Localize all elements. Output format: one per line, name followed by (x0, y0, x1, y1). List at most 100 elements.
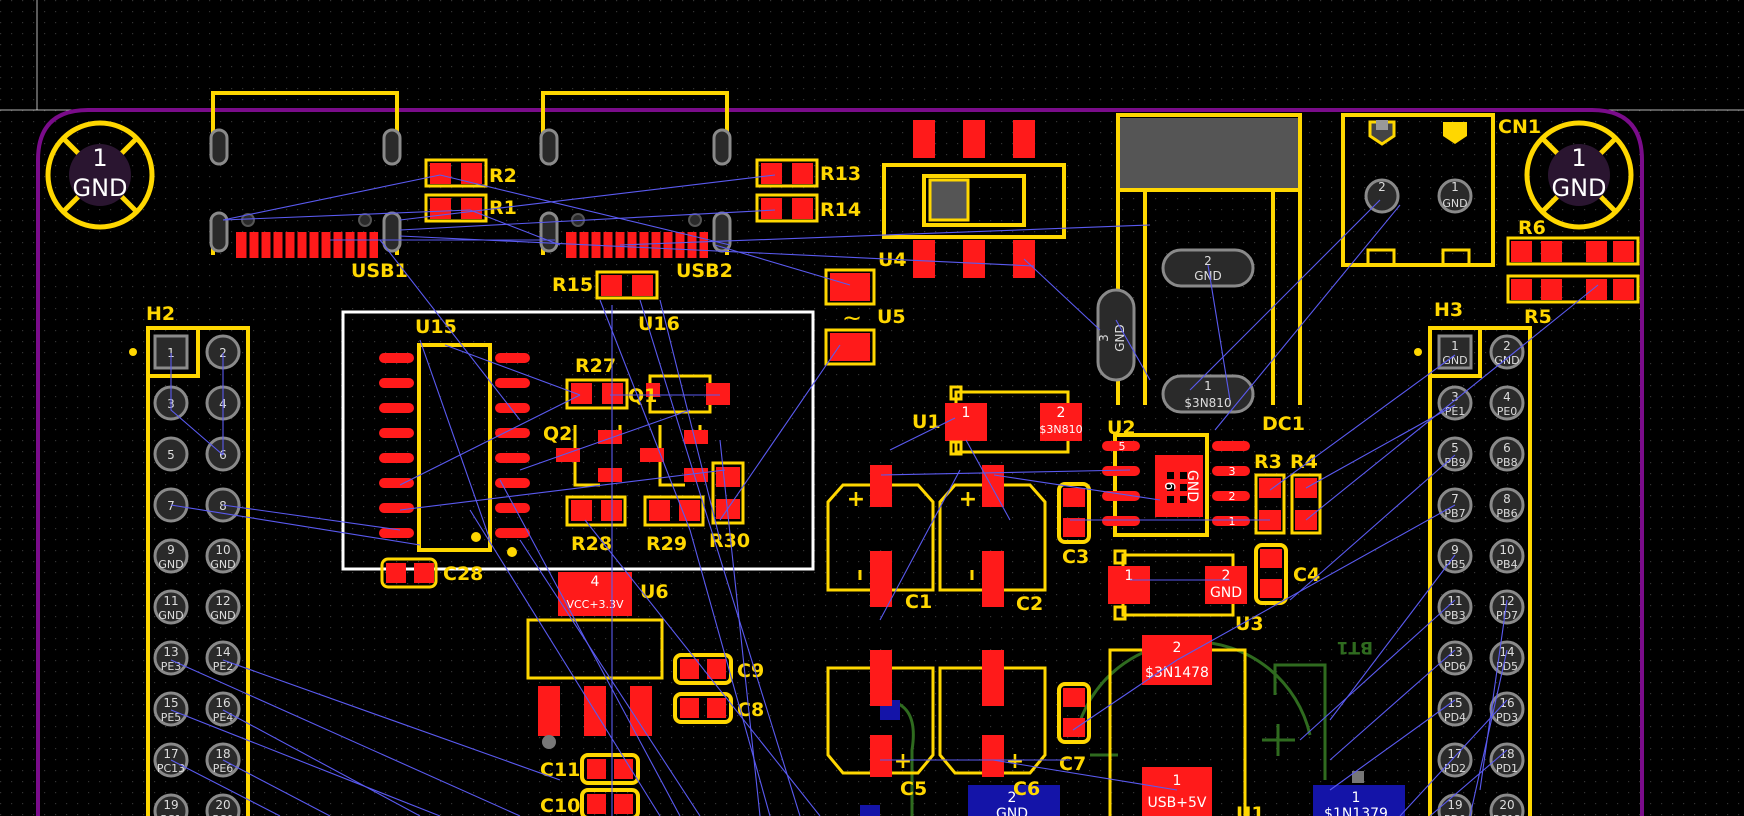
h2-label: H2 (146, 303, 175, 325)
bat-pin2-number: 2 (1173, 640, 1182, 656)
pin-number: 20 (215, 798, 230, 812)
dc1-pin2-net: GND (1194, 269, 1222, 283)
capacitor-c9[interactable]: C9 (673, 653, 764, 685)
pin-number: 8 (219, 499, 227, 513)
capacitor-c6[interactable]: + 2 GND C6 (938, 650, 1047, 816)
svg-text:+: + (847, 487, 865, 512)
pin-number: 9 (167, 543, 175, 557)
fuse-u5[interactable]: ~ U5 (824, 268, 906, 366)
regulator-u6[interactable]: 4 VCC+3.3V U6 (526, 572, 669, 749)
header-pin[interactable]: 5 (153, 436, 189, 472)
r5-label: R5 (1524, 306, 1552, 328)
pin-net: PE2 (213, 660, 234, 673)
pin-net: PD6 (1444, 660, 1466, 673)
header-pin[interactable]: 20PC0 (205, 793, 241, 816)
ic-u3[interactable]: 1 2 GND U3 (1108, 549, 1264, 635)
battery-holder[interactable]: 2 $3N1478 1 USB+5V BT1 1 $1N1379 U1 (1108, 635, 1388, 816)
u5-label: U5 (877, 306, 906, 328)
header-pin[interactable]: 20PC12 (1489, 793, 1525, 816)
capacitor-c10[interactable]: C10 (540, 788, 640, 816)
header-h3[interactable]: H3 1GND2GND3PE14PE05PB96PB87PB78PB69PB51… (1414, 299, 1532, 816)
pin-number: 1 (1451, 339, 1459, 353)
pin-net: GND (210, 609, 235, 622)
resistor-r15[interactable]: R15 (552, 270, 659, 300)
ic-u1[interactable]: 1 2 $3N810 U1 (912, 385, 1083, 456)
u6-label: U6 (640, 581, 669, 603)
c5-label: C5 (900, 778, 927, 800)
pin-net: PB6 (1496, 507, 1517, 520)
resistor-r2[interactable]: R2 (424, 158, 517, 188)
u2-label: U2 (1107, 417, 1136, 439)
pin-number: 19 (1447, 798, 1462, 812)
pin-number: 19 (163, 798, 178, 812)
r3-label: R3 (1254, 451, 1282, 473)
resistor-r5[interactable]: R5 (1506, 274, 1640, 328)
resistor-r6[interactable]: R6 (1506, 217, 1640, 266)
capacitor-c11[interactable]: C11 (540, 753, 640, 785)
pin-number: 15 (163, 696, 178, 710)
u1-pin2-number: 2 (1057, 405, 1066, 421)
u1-pin1-number: 1 (962, 405, 971, 421)
c1-label: C1 (905, 591, 932, 613)
q2-label: Q2 (543, 423, 572, 445)
pin-net: PB7 (1444, 507, 1465, 520)
c2-label: C2 (1016, 593, 1043, 615)
ic-u15[interactable]: U15 (379, 316, 530, 557)
bat-pin2-net: $3N1478 (1145, 665, 1209, 681)
ic-u2[interactable]: 6 GND 5 3 2 1 U2 (1102, 417, 1250, 537)
header-pin[interactable]: 19PC1 (153, 793, 189, 816)
capacitor-c3[interactable]: C3 (1057, 482, 1091, 568)
usb1-connector[interactable]: USB1 (209, 91, 408, 282)
u16-group[interactable]: U16 R27 Q1 Q2 R30 R28 R29 (543, 313, 750, 555)
bat-pin1-net: USB+5V (1148, 795, 1207, 811)
capacitor-c7[interactable]: C7 (1057, 682, 1091, 775)
pin-net: PB8 (1496, 456, 1517, 469)
capacitor-c8[interactable]: C8 (673, 692, 764, 724)
resistor-r13[interactable]: R13 (755, 158, 861, 188)
pin-net: PE4 (213, 711, 234, 724)
pin-net: PC0 (212, 813, 233, 816)
cn1-pin1-number: 1 (1451, 180, 1459, 194)
header-pin[interactable]: 19PD0 (1437, 793, 1473, 816)
capacitor-c4[interactable]: C4 (1254, 543, 1320, 605)
u2-pin5-number: 5 (1119, 440, 1126, 453)
capacitor-c1[interactable]: + C1 (826, 465, 935, 613)
pin-number: 10 (1499, 543, 1514, 557)
q1-label: Q1 (628, 385, 657, 407)
selection-box (341, 310, 815, 571)
connector-cn1[interactable]: 2 1 GND CN1 (1341, 113, 1541, 267)
capacitor-c28[interactable]: C28 (380, 557, 483, 589)
capacitor-c5[interactable]: + C5 (826, 650, 935, 800)
pin-net: PD2 (1444, 762, 1466, 775)
pin-number: 7 (1451, 492, 1459, 506)
c28-label: C28 (443, 563, 483, 585)
resistor-r3[interactable]: R3 (1254, 451, 1286, 535)
r2-label: R2 (489, 165, 517, 187)
r27-label: R27 (575, 355, 616, 377)
resistor-r14[interactable]: R14 (755, 193, 861, 223)
dc-jack-dc1[interactable]: 2 GND 3 GND 1 $3N810 DC1 (1096, 113, 1305, 435)
